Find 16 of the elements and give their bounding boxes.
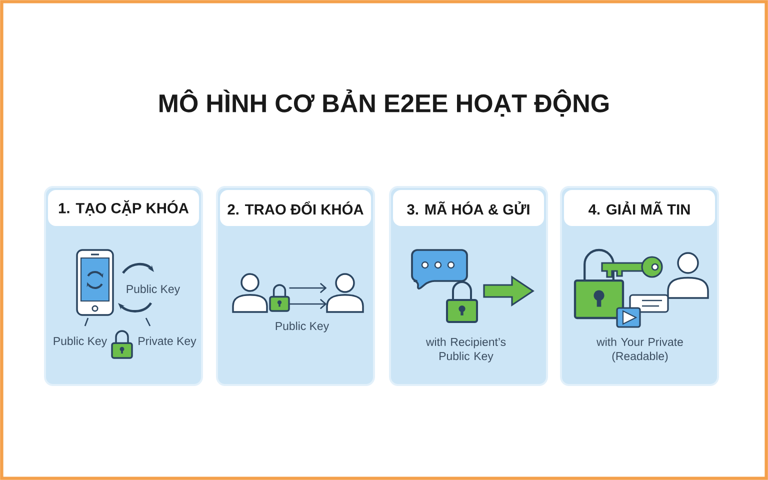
person-icon [326,273,364,313]
person-icon [232,273,268,313]
heading-pill: 4. GIẢI MÃ TIN [564,190,715,226]
key-label: Public Key [126,284,180,296]
heading-pill: 1. TẠO CẶP KHÓA [48,190,199,226]
lock-icon [269,284,290,312]
key-label: Public Key [276,322,330,332]
heading-pill: 2. TRAO ĐỔI KHÓA [220,190,371,226]
arrow [289,298,327,310]
arrow [289,282,327,294]
key-label: Public Key [54,336,108,348]
title: MÔ HÌNH CƠ BẢN E2EE HOẠT ĐỘNG [160,89,609,117]
description-text: with Recipient’s Public Key [426,338,506,362]
key-label: Private Key [138,336,196,348]
description-text: with Your Private (Readable) [596,338,683,362]
heading-pill: 3. MÃ HÓA & GỬI [393,190,544,226]
